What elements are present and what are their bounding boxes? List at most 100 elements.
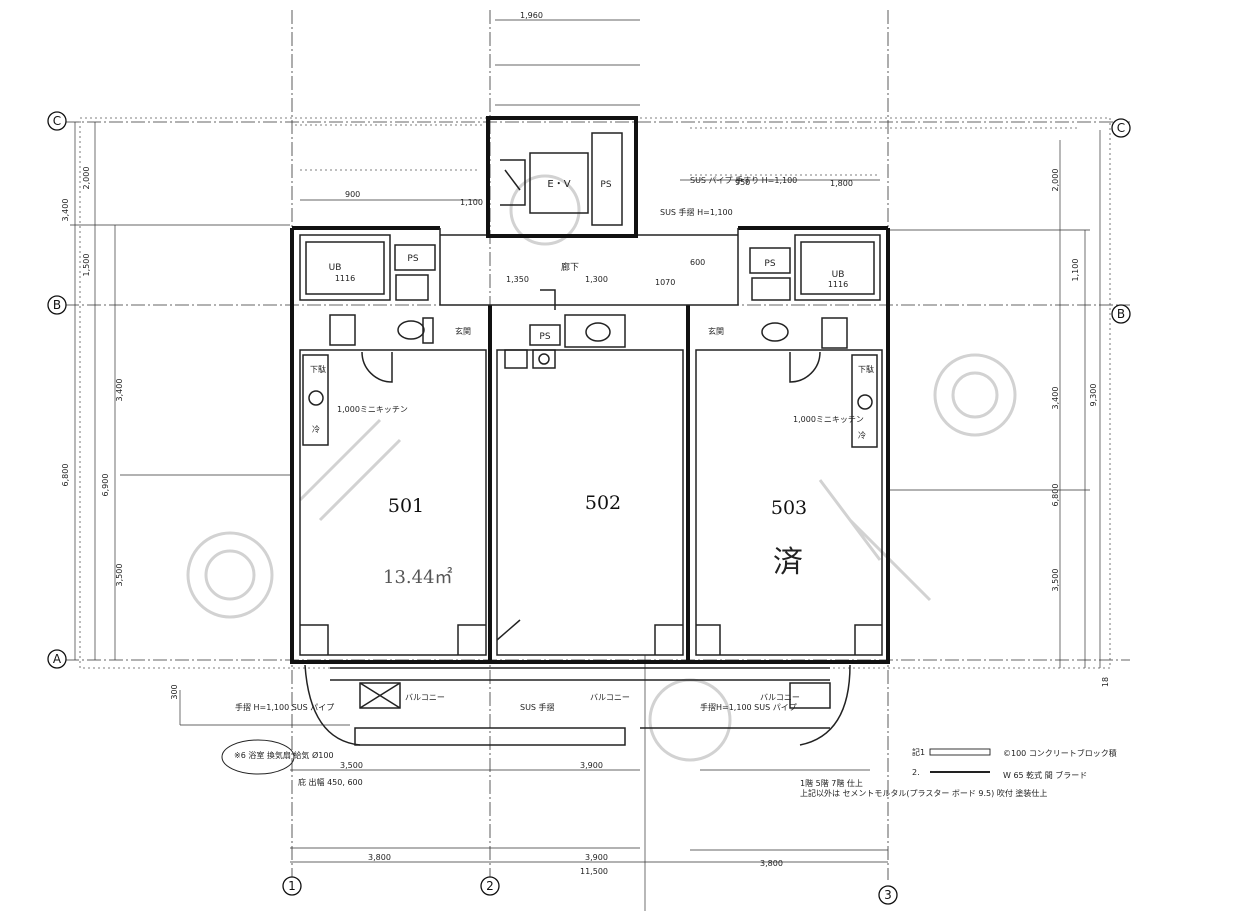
corridor: 廊下 1,350 1,300 1070 600 SUS 手摺 H=1,100 (506, 207, 733, 287)
spec-note-2: 上記以外は セメントモルタル(プラスター ボード 9.5) 吹付 塗装仕上 (800, 788, 1047, 798)
shoe-501: 下駄 (310, 364, 326, 374)
eave-note: 庇 出幅 450, 600 (298, 777, 363, 787)
dim-bottom-3800a: 3,800 (368, 853, 391, 862)
corridor-label: 廊下 (561, 261, 579, 273)
balcony: バルコニー バルコニー バルコニー SUS 手摺 手摺H=1,100 SUS パ… (304, 664, 851, 746)
grid-bubble-c-left: C (47, 111, 67, 131)
legend: 記1 ©100 コンクリートブロック積 2. W 65 乾式 間 ブラード 1階… (800, 747, 1117, 798)
dim-right-18: 18 (1101, 677, 1110, 687)
ub-size-501: 1116 (335, 274, 355, 283)
dim-right-6800: 6,800 (1051, 484, 1060, 507)
dim-left-2000: 2,000 (82, 167, 91, 190)
balcony-label-right: バルコニー (760, 693, 800, 702)
legend-2-key: 2. (912, 768, 920, 777)
dim-left-3500: 3,500 (115, 564, 124, 587)
kitchen-501: 1,000ミニキッチン (337, 405, 408, 414)
building-walls (290, 226, 890, 664)
grid-bubble-3: 3 (878, 885, 898, 905)
elevator-core: E・V PS (486, 116, 638, 238)
dim-bal-3500: 3,500 (340, 761, 363, 770)
dim-right-3500: 3,500 (1051, 569, 1060, 592)
dim-right-2000: 2,000 (1051, 169, 1060, 192)
corridor-dim-600: 600 (690, 258, 705, 267)
entrance-503: 玄関 (708, 326, 724, 336)
unit-503-service: UB 1116 PS 玄関 下駄 冷 1,000ミニキッチン (708, 234, 881, 448)
dim-bottom-3900: 3,900 (585, 853, 608, 862)
ub-size-503: 1116 (828, 280, 848, 289)
svg-text:※6 浴室 換気扇 給気 Ø100: ※6 浴室 換気扇 給気 Ø100 (234, 750, 334, 760)
dim-bottom-3800b: 3,800 (760, 859, 783, 868)
top-note: SUS パイプ 手すり H=1,100 (690, 175, 797, 185)
svg-text:C: C (53, 114, 61, 128)
dim-left-3400b: 3,400 (115, 379, 124, 402)
room-501-label: 501 (388, 495, 424, 517)
completed-mark: 済 (773, 545, 803, 580)
corridor-dim-1070: 1070 (655, 278, 675, 287)
unit-502-service: PS (504, 289, 626, 369)
spec-note-1: 1階 5階 7階 仕上 (800, 778, 863, 788)
svg-text:1: 1 (288, 879, 296, 893)
dim-left-1500: 1,500 (82, 254, 91, 277)
svg-text:C: C (1117, 121, 1125, 135)
balcony-label-mid: バルコニー (590, 693, 630, 702)
legend-2-text: W 65 乾式 間 ブラード (1003, 770, 1087, 780)
left-note: 手摺 H=1,100 SUS パイプ (235, 702, 334, 712)
grid-bubbles: C B A C B 1 2 3 (47, 111, 1131, 905)
dim-top-900: 900 (345, 190, 360, 199)
corridor-dim-1300: 1,300 (585, 275, 608, 284)
svg-text:A: A (53, 652, 62, 666)
room-503-label: 503 (771, 497, 807, 519)
dim-right-1100: 1,100 (1071, 259, 1080, 282)
dim-top-1100: 1,100 (460, 198, 483, 207)
dim-right-3400: 3,400 (1051, 387, 1060, 410)
ub-label-501: UB (329, 263, 342, 273)
ps-label-501: PS (407, 254, 418, 264)
watermark (186, 174, 1017, 762)
ps-label-502: PS (539, 332, 550, 342)
dim-bottom-11500: 11,500 (580, 867, 608, 876)
grid-axes (65, 10, 1130, 880)
ref-501: 冷 (312, 424, 320, 434)
grid-bubble-b-right: B (1111, 304, 1131, 324)
svg-text:2: 2 (486, 879, 494, 893)
dim-left-3400: 3,400 (61, 199, 70, 222)
grid-bubble-c-right: C (1111, 118, 1131, 138)
ps-label-core: PS (600, 180, 611, 190)
dim-bal-3900: 3,900 (580, 761, 603, 770)
dim-top-950: 950 (735, 178, 750, 187)
circled-note: ※6 浴室 換気扇 給気 Ø100 (221, 739, 334, 775)
grid-bubble-b-left: B (47, 295, 67, 315)
dim-left-6900: 6,900 (101, 474, 110, 497)
legend-1-key: 記1 (912, 747, 925, 757)
ev-label: E・V (547, 179, 570, 190)
shoe-503: 下駄 (858, 364, 874, 374)
corridor-dim-1350: 1,350 (506, 275, 529, 284)
room-502-label: 502 (585, 492, 621, 514)
balcony-label-left: バルコニー (405, 693, 445, 702)
dim-left-6800: 6,800 (61, 464, 70, 487)
dim-top-1800: 1,800 (830, 179, 853, 188)
grid-bubble-a-left: A (47, 649, 67, 669)
svg-text:B: B (1117, 307, 1125, 321)
legend-1-text: ©100 コンクリートブロック積 (1003, 748, 1117, 758)
ref-503: 冷 (858, 430, 866, 440)
entrance-501: 玄関 (455, 326, 471, 336)
slab-outline (79, 117, 1111, 669)
ps-label-503: PS (764, 259, 775, 269)
dim-bal-300: 300 (170, 684, 179, 699)
dim-right-9300: 9,300 (1089, 384, 1098, 407)
unit-501-service: UB 1116 PS 玄関 下駄 冷 1,000ミニキッチン (299, 234, 471, 446)
balcony-note-mid: SUS 手摺 (520, 702, 555, 712)
grid-bubble-1: 1 (282, 876, 302, 896)
corridor-note: SUS 手摺 H=1,100 (660, 207, 733, 217)
svg-text:3: 3 (884, 888, 892, 902)
dim-top-1960: 1,960 (520, 11, 543, 20)
dimension-lines (70, 19, 1101, 911)
svg-text:B: B (53, 298, 61, 312)
ub-label-503: UB (832, 270, 845, 280)
area-note-501: 13.44㎡ (383, 566, 453, 588)
balcony-note-right: 手摺H=1,100 SUS パイプ (700, 702, 797, 712)
kitchen-503: 1,000ミニキッチン (793, 415, 864, 424)
grid-bubble-2: 2 (480, 876, 500, 896)
